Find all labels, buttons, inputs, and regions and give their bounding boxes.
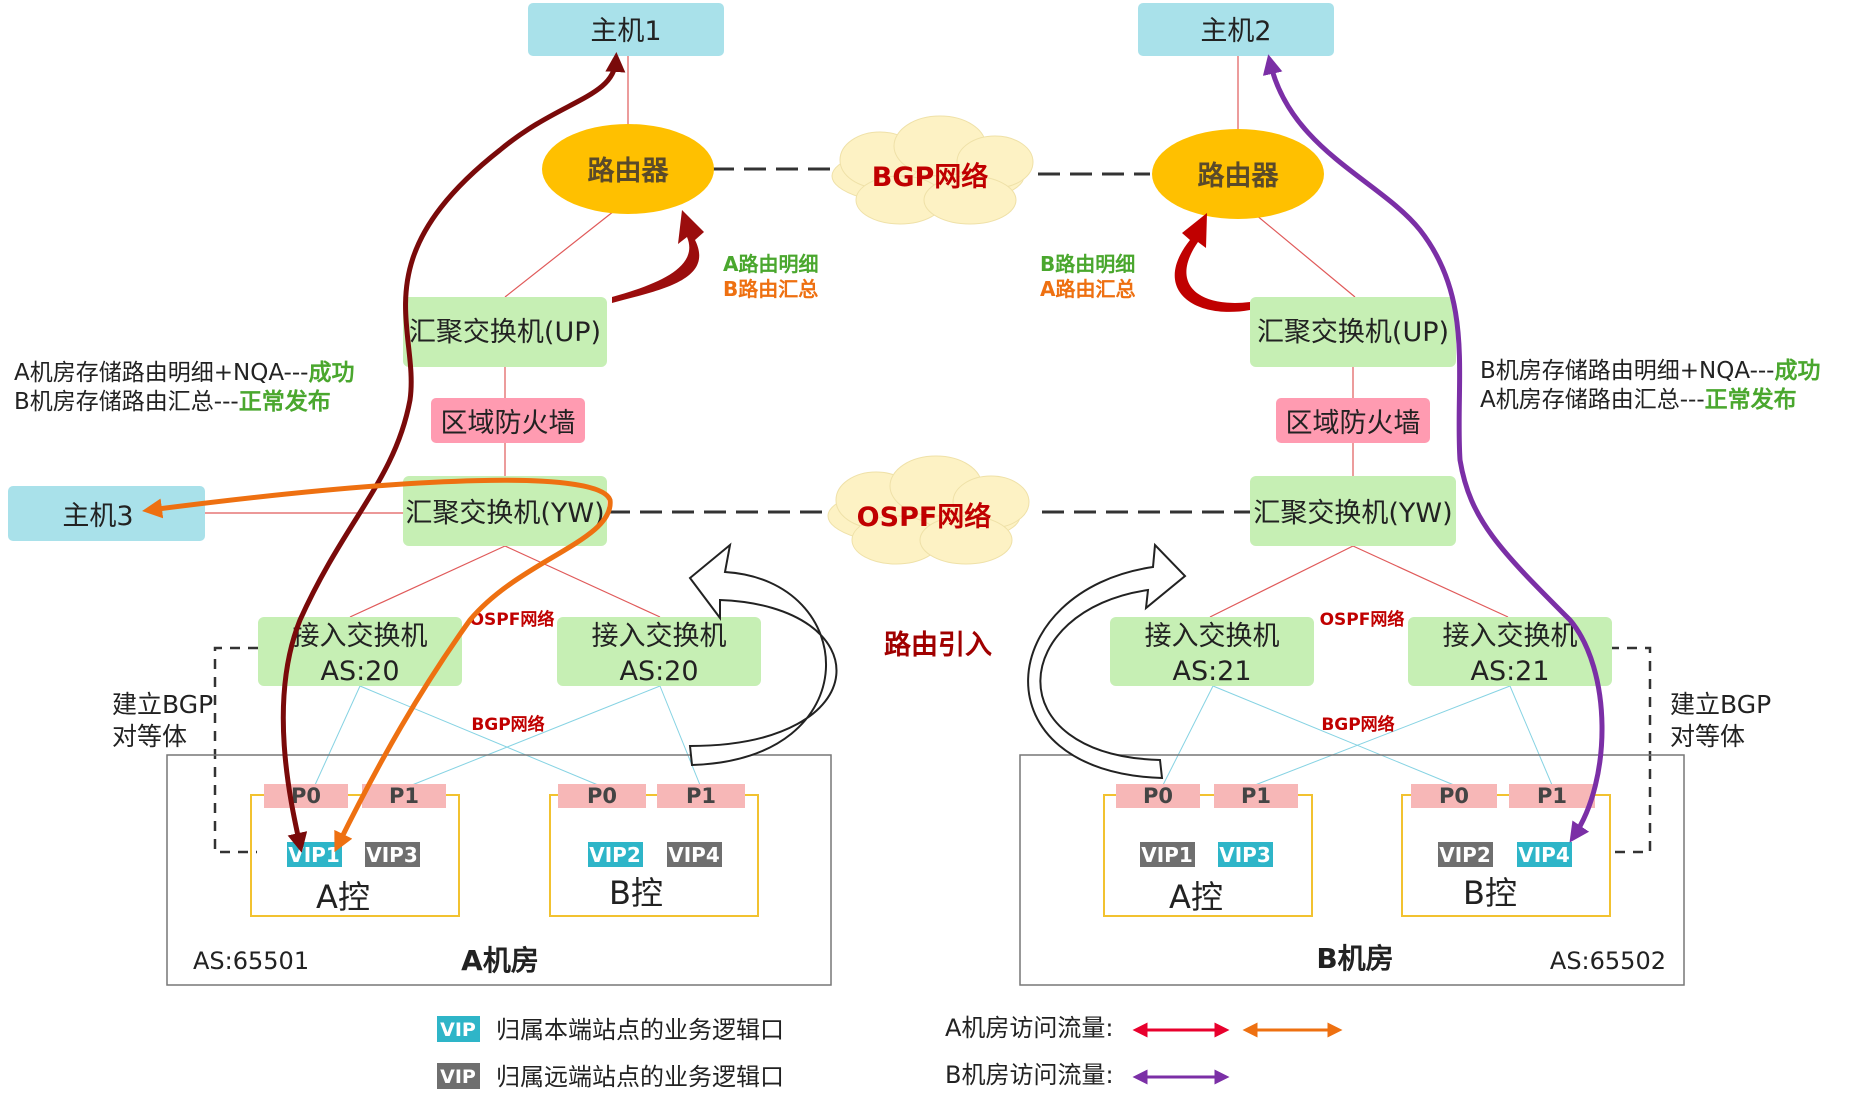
- left-ctrl-b-p0-label: P0: [587, 784, 617, 808]
- left-ctrl-b-vip4-label: VIP4: [668, 843, 720, 867]
- right-route-advertise-arrow: [1174, 213, 1250, 312]
- right-route-summary-label: A路由汇总: [1040, 277, 1135, 301]
- right-ctrl-b-vip4-label: VIP4: [1518, 843, 1570, 867]
- left-access1-name: 接入交换机: [293, 621, 428, 652]
- left-ctrl-a-vip3-label: VIP3: [366, 843, 418, 867]
- left-ctrl-b-p1: [657, 784, 745, 808]
- left-ctrl-a-p1-label: P1: [389, 784, 419, 808]
- right-room-name: B机房: [1316, 942, 1393, 975]
- left-storage-note-1: A机房存储路由明细+NQA---成功: [14, 360, 354, 386]
- access-lines: [314, 685, 1553, 786]
- left-ctrl-a-vip1-label: VIP1: [288, 843, 340, 867]
- right-ctrl-a-vip1-label: VIP1: [1141, 843, 1193, 867]
- legend-b-flow-text: B机房访问流量:: [945, 1061, 1114, 1089]
- left-storage-note-2: B机房存储路由汇总---正常发布: [14, 388, 331, 415]
- right-route-detail-label: B路由明细: [1040, 252, 1135, 276]
- legend-remote-vip-swatch: [437, 1063, 480, 1089]
- right-ctrl-b-vip2-label: VIP2: [1439, 843, 1491, 867]
- right-ctrl-a-frame: [1103, 794, 1313, 917]
- right-ctrl-b-name: B控: [1463, 874, 1517, 912]
- right-bgp-peer-line2: 对等体: [1670, 722, 1745, 751]
- left-bgp-peer-line1: 建立BGP: [112, 690, 213, 719]
- right-access2-name: 接入交换机: [1443, 621, 1578, 652]
- left-room-name: A机房: [461, 944, 539, 977]
- right-ospf-small-label: OSPF网络: [1320, 609, 1405, 630]
- left-bgp-small-label: BGP网络: [471, 714, 544, 735]
- right-ctrl-a-p1-label: P1: [1241, 784, 1271, 808]
- right-agg-up-label: 汇聚交换机(UP): [1257, 317, 1449, 348]
- router-left-label: 路由器: [588, 155, 670, 187]
- ospf-cloud-label: OSPF网络: [857, 501, 992, 533]
- legend-remote-vip-tag: VIP: [440, 1066, 476, 1088]
- right-ctrl-b-p0-label: P0: [1439, 784, 1469, 808]
- host1-box[interactable]: [528, 3, 724, 56]
- left-agg-up-label: 汇聚交换机(UP): [409, 317, 601, 348]
- b-room-flow-host2: [1262, 54, 1605, 843]
- right-access1-as: AS:21: [1172, 656, 1251, 687]
- right-firewall-label: 区域防火墙: [1286, 408, 1421, 439]
- host2-box[interactable]: [1138, 3, 1334, 56]
- left-access2-as: AS:20: [619, 656, 698, 687]
- legend-remote-port-text: 归属远端站点的业务逻辑口: [496, 1063, 784, 1091]
- left-ospf-small-label: OSPF网络: [470, 609, 555, 630]
- bgp-cloud: [831, 115, 1034, 225]
- route-import-label: 路由引入: [884, 629, 992, 661]
- left-room-as: AS:65501: [193, 947, 309, 975]
- right-ctrl-a-vip3[interactable]: [1218, 842, 1273, 867]
- right-ctrl-a-vip3-label: VIP3: [1219, 843, 1271, 867]
- legend-local-vip-swatch: [437, 1016, 480, 1042]
- right-bgp-small-label: BGP网络: [1321, 714, 1394, 735]
- right-access1-name: 接入交换机: [1145, 621, 1280, 652]
- right-ctrl-a-p0-label: P0: [1143, 784, 1173, 808]
- left-bgp-peer-line2: 对等体: [112, 722, 187, 751]
- legend-local-port-text: 归属本端站点的业务逻辑口: [496, 1016, 784, 1044]
- left-ctrl-a-p0-label: P0: [291, 784, 321, 808]
- left-ctrl-b-p1-label: P1: [686, 784, 716, 808]
- right-ctrl-a-name: A控: [1169, 878, 1223, 916]
- right-agg-yw-label: 汇聚交换机(YW): [1253, 498, 1452, 529]
- host3-label: 主机3: [62, 501, 133, 532]
- left-ctrl-b-name: B控: [609, 874, 663, 912]
- left-ctrl-b-vip2-label: VIP2: [589, 843, 641, 867]
- left-agg-yw-label: 汇聚交换机(YW): [405, 498, 604, 529]
- left-ctrl-b-vip4[interactable]: [667, 842, 722, 867]
- right-ctrl-b-vip4[interactable]: [1517, 842, 1572, 867]
- left-firewall-label: 区域防火墙: [441, 408, 576, 439]
- ospf-cloud: [827, 455, 1030, 565]
- left-route-detail-label: A路由明细: [723, 252, 818, 276]
- left-access2-name: 接入交换机: [592, 621, 727, 652]
- host1-label: 主机1: [590, 16, 661, 47]
- right-storage-note-1: B机房存储路由明细+NQA---成功: [1480, 358, 1821, 384]
- bgp-cloud-label: BGP网络: [872, 161, 989, 193]
- legend-a-flow-text: A机房访问流量:: [945, 1014, 1114, 1042]
- right-room-as: AS:65502: [1550, 947, 1666, 975]
- left-access1-as: AS:20: [320, 656, 399, 687]
- right-bgp-peer-line1: 建立BGP: [1670, 690, 1771, 719]
- right-ctrl-b-vip2[interactable]: [1438, 842, 1493, 867]
- right-access2-as: AS:21: [1470, 656, 1549, 687]
- dashed-links: [608, 167, 1250, 514]
- host2-label: 主机2: [1200, 16, 1271, 47]
- router-right-label: 路由器: [1198, 160, 1280, 192]
- right-route-import-arrow: [1027, 542, 1187, 780]
- right-ctrl-a-vip1[interactable]: [1140, 842, 1195, 867]
- left-route-summary-label: B路由汇总: [723, 277, 818, 301]
- right-ctrl-a-p0: [1116, 784, 1200, 808]
- left-ctrl-b-frame: [549, 794, 759, 917]
- left-route-advertise-arrow: [612, 210, 704, 303]
- a-room-flow-host3: [142, 477, 613, 853]
- left-route-import-arrow: [688, 542, 838, 767]
- right-storage-note-2: A机房存储路由汇总---正常发布: [1480, 386, 1797, 413]
- legend-local-vip-tag: VIP: [440, 1019, 476, 1041]
- left-ctrl-a-name: A控: [316, 878, 370, 916]
- right-ctrl-b-p1-label: P1: [1537, 784, 1567, 808]
